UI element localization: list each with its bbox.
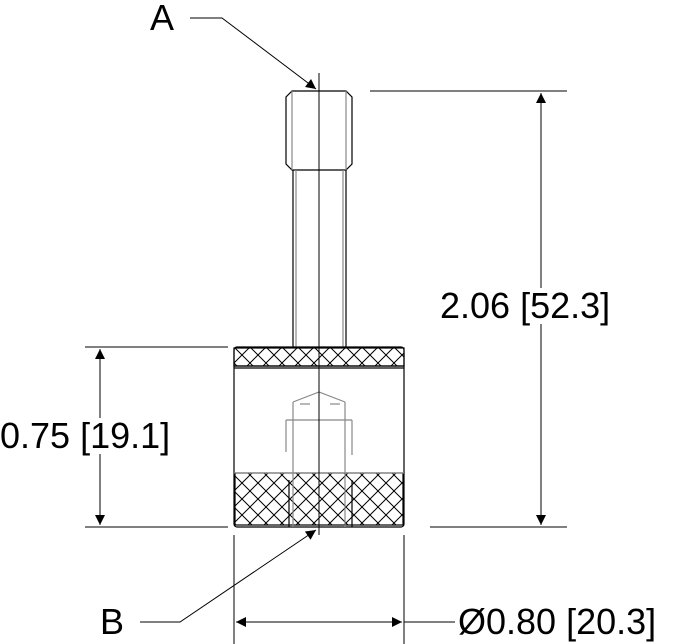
callout-b: B (100, 601, 125, 642)
leader-a (190, 17, 317, 90)
leader-b (140, 529, 317, 623)
part-outline (233, 73, 405, 535)
total-height-label: 2.06 [52.3] (440, 285, 611, 326)
dimensions (85, 17, 567, 644)
diameter-label: Ø0.80 [20.3] (458, 601, 657, 642)
body-height-label: 0.75 [19.1] (0, 415, 171, 456)
callout-a: A (150, 0, 175, 38)
